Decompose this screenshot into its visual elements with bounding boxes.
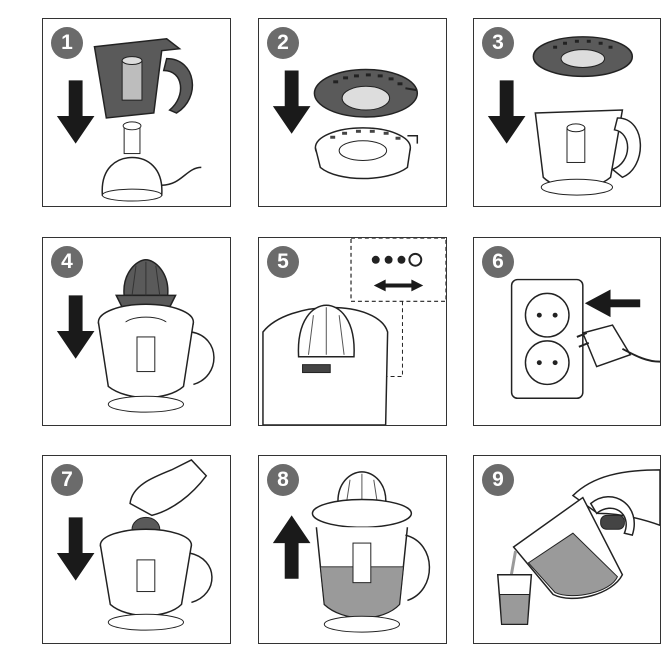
step-panel-1: 1	[42, 18, 231, 207]
step-panel-6: 6	[473, 237, 661, 426]
step-number-badge: 7	[51, 464, 83, 496]
step-panel-9: 9	[473, 455, 661, 644]
step-panel-3: 3	[473, 18, 661, 207]
step-number-badge: 4	[51, 246, 83, 278]
down-arrow-icon	[57, 295, 95, 358]
down-arrow-icon	[273, 70, 311, 133]
up-arrow-icon	[273, 515, 311, 578]
left-arrow-icon	[585, 289, 640, 317]
step-number-badge: 2	[267, 27, 299, 59]
down-arrow-icon	[57, 80, 95, 143]
step-number-badge: 6	[482, 246, 514, 278]
step-number-badge: 5	[267, 246, 299, 278]
step-number-badge: 3	[482, 27, 514, 59]
step-number-badge: 8	[267, 464, 299, 496]
down-arrow-icon	[488, 80, 526, 143]
step-panel-2: 2	[258, 18, 447, 207]
down-arrow-icon	[57, 517, 95, 580]
step-panel-5: 5	[258, 237, 447, 426]
step-number-badge: 9	[482, 464, 514, 496]
step-panel-4: 4	[42, 237, 231, 426]
step-number-badge: 1	[51, 27, 83, 59]
step-panel-7: 7	[42, 455, 231, 644]
step-panel-8: 8	[258, 455, 447, 644]
